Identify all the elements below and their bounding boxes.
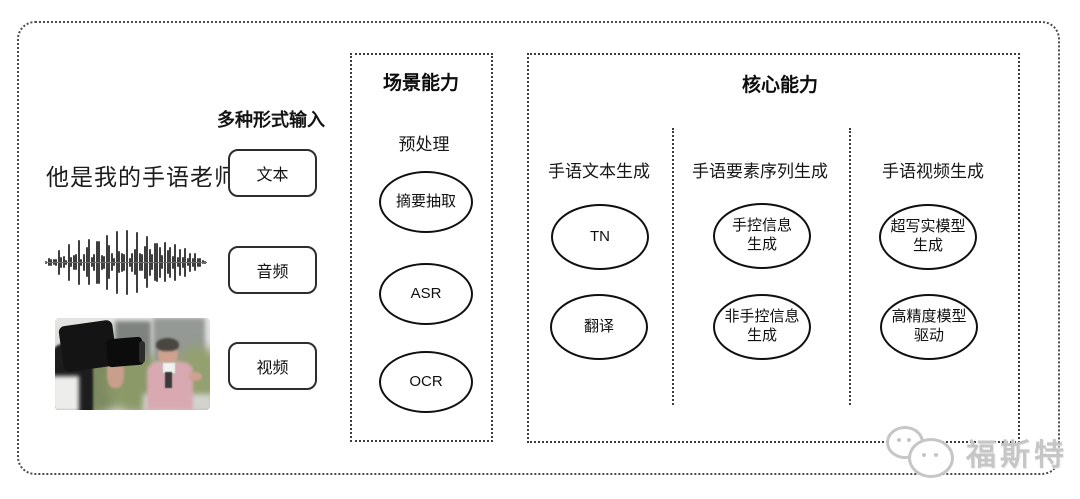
audio-waveform xyxy=(45,228,207,296)
photo-camera-lens-ring xyxy=(139,341,145,363)
preprocessing-label: 预处理 xyxy=(398,135,450,154)
core-capability-title: 核心能力 xyxy=(741,75,819,96)
input-type-text-box: 文本 xyxy=(228,149,317,197)
column-label-sl-element-sequence-generation: 手语要素序列生成 xyxy=(692,162,828,181)
input-section-heading: 多种形式输入 xyxy=(217,110,325,130)
outer-dotted-frame xyxy=(17,21,1060,475)
column-label-sl-video-generation: 手语视频生成 xyxy=(882,162,984,181)
column-divider xyxy=(849,128,851,405)
node-asr: ASR xyxy=(379,263,473,325)
photo-reporter-hand xyxy=(189,372,202,381)
input-type-audio-label: 音频 xyxy=(256,264,289,281)
watermark: 福斯特 xyxy=(884,424,1068,480)
input-type-video-box: 视频 xyxy=(228,342,317,390)
node-non-manual-info-generation: 非手控信息 生成 xyxy=(713,294,811,360)
photo-reporter-hair xyxy=(156,338,179,351)
node-summary-extraction: 摘要抽取 xyxy=(379,171,473,233)
node-translation: 翻译 xyxy=(550,294,648,360)
node-hyperrealistic-model-generation: 超写实模型 生成 xyxy=(879,204,977,270)
node-ocr: OCR xyxy=(379,351,473,413)
scene-capability-box xyxy=(350,53,493,442)
input-type-video-label: 视频 xyxy=(256,360,289,377)
column-label-sl-text-generation: 手语文本生成 xyxy=(548,162,650,181)
node-manual-info-generation: 手控信息 生成 xyxy=(713,203,811,269)
video-thumbnail xyxy=(55,318,210,410)
photo-microphone xyxy=(165,372,172,388)
photo-cameraman-shirt xyxy=(55,376,79,410)
scene-capability-title: 场景能力 xyxy=(382,73,460,94)
input-type-audio-box: 音频 xyxy=(228,246,317,294)
sample-sentence-text: 他是我的手语老师 xyxy=(46,164,238,190)
node-tn: TN xyxy=(551,204,649,270)
core-capability-box xyxy=(527,53,1020,443)
chat-bubble-large xyxy=(908,438,954,478)
watermark-text: 福斯特 xyxy=(966,439,1068,472)
node-high-precision-model-driving: 高精度模型 驱动 xyxy=(880,294,978,360)
column-divider xyxy=(672,128,674,405)
input-type-text-label: 文本 xyxy=(256,167,289,184)
chat-bubbles-icon xyxy=(884,424,958,480)
